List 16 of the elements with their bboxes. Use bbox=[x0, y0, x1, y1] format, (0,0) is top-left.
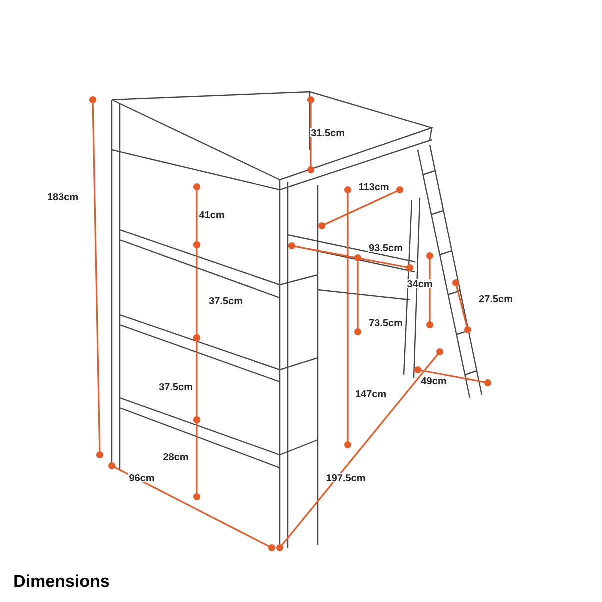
dimension-label: 93.5cm bbox=[368, 243, 404, 253]
dimension-label: 37.5cm bbox=[158, 382, 194, 392]
dimension-label: 197.5cm bbox=[325, 473, 367, 483]
title: Dimensions bbox=[14, 574, 110, 588]
dimension-label: 31.5cm bbox=[310, 128, 346, 138]
dimension-label: 34cm bbox=[406, 279, 434, 289]
dimension-label: 113cm bbox=[358, 182, 390, 192]
dimension-label: 28cm bbox=[162, 452, 190, 462]
dimension-label: 49cm bbox=[420, 376, 448, 386]
dimension-label: 27.5cm bbox=[478, 294, 514, 304]
dimension-label: 96cm bbox=[128, 473, 156, 483]
dimension-label: 37.5cm bbox=[208, 296, 244, 306]
dimension-label: 73.5cm bbox=[368, 318, 404, 328]
dimension-label: 147cm bbox=[354, 390, 388, 398]
dimension-label: 41cm bbox=[198, 210, 226, 220]
dimension-label: 183cm bbox=[46, 192, 80, 202]
